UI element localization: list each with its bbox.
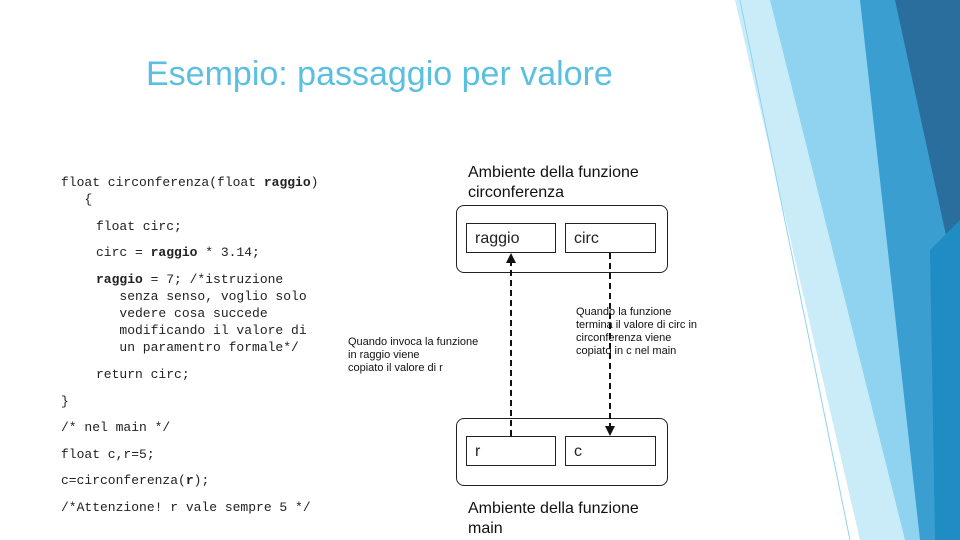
code-text: c=circonferenza( [61,473,186,488]
code-line-signature: float circonferenza(float raggio) [61,174,318,191]
deco-shape-bottom [930,220,960,540]
code-line-main-decl: float c,r=5; [61,446,155,463]
slide-title: Esempio: passaggio per valore [146,55,613,94]
code-text: circ = [96,245,151,260]
code-line-close-brace: } [61,393,69,410]
code-line-comment-2: vedere cosa succede [96,305,268,322]
code-line-comment-4: un paramentro formale*/ [96,339,299,356]
env-main-label: Ambiente della funzione main [468,499,639,539]
note-line: copiato il valore di r [348,362,478,375]
env-label-line: Ambiente della funzione [468,499,639,519]
code-line-return: return circ; [96,366,190,383]
code-text: float circonferenza(float [61,175,264,190]
code-line-assign: circ = raggio * 3.14; [96,244,260,261]
var-box-c: c [565,436,656,466]
code-line-main-comment: /* nel main */ [61,419,170,436]
code-line-decl: float circ; [96,218,182,235]
env-label-line: main [468,519,639,539]
env-label-line: circonferenza [468,183,639,203]
code-param: r [186,473,194,488]
note-line: copiato in c nel main [576,345,697,358]
code-line-comment-1: senza senso, voglio solo [96,288,307,305]
note-line: circonferenza viene [576,332,697,345]
note-line: in raggio viene [348,349,478,362]
code-text: = 7; /*istruzione [143,272,283,287]
note-line: Quando la funzione [576,306,697,319]
code-param: raggio [264,175,311,190]
code-line-open-brace: { [61,191,92,208]
note-return: Quando la funzione termina il valore di … [576,306,697,358]
code-line-modify: raggio = 7; /*istruzione [96,271,283,288]
code-line-main-call: c=circonferenza(r); [61,472,209,489]
code-line-comment-3: modificando il valore di [96,322,307,339]
env-circonferenza-label: Ambiente della funzione circonferenza [468,163,639,203]
code-param: raggio [151,245,198,260]
code-text: ); [194,473,210,488]
code-text: * 3.14; [197,245,259,260]
note-line: Quando invoca la funzione [348,336,478,349]
code-line-attention: /*Attenzione! r vale sempre 5 */ [61,499,311,516]
env-label-line: Ambiente della funzione [468,163,639,183]
note-line: termina il valore di circ in [576,319,697,332]
var-box-r: r [466,436,556,466]
code-param: raggio [96,272,143,287]
var-box-raggio: raggio [466,223,556,253]
code-text: ) [311,175,319,190]
note-invoke: Quando invoca la funzione in raggio vien… [348,336,478,375]
var-box-circ: circ [565,223,656,253]
